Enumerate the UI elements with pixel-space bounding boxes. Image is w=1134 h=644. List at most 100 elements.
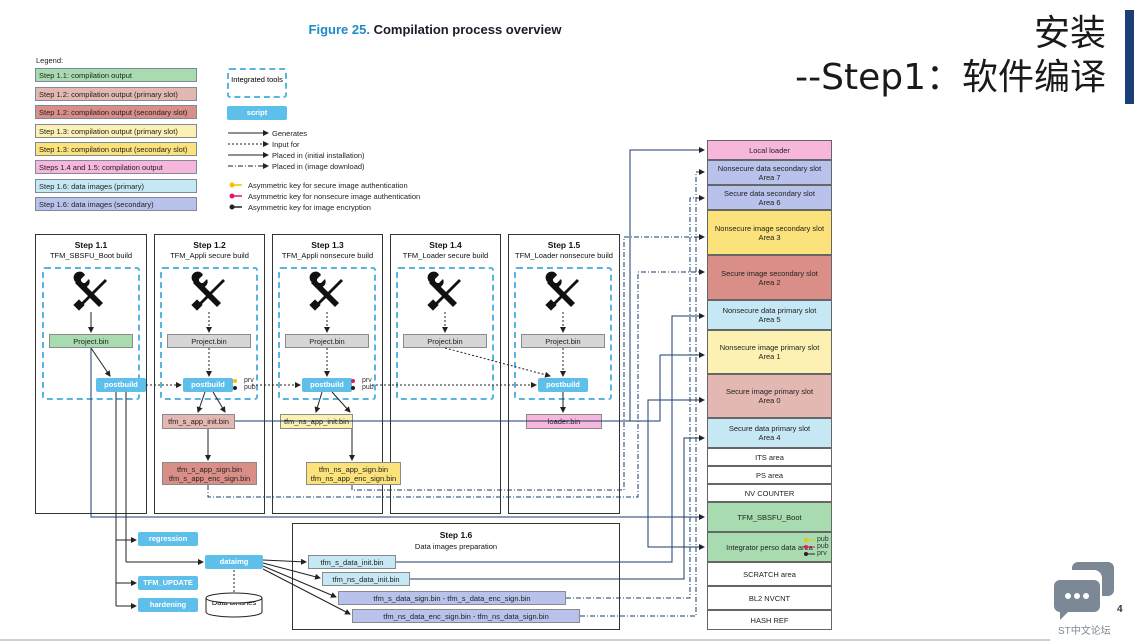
memory-area-number: Area 1 [758, 352, 781, 361]
memory-area-name: Secure data primary slot [728, 424, 811, 433]
tfm-s-app-sign-bins: tfm_s_app_sign.bin tfm_s_app_enc_sign.bi… [162, 462, 257, 485]
legend-item: Step 1.6: data images (primary) [35, 179, 197, 193]
tfm-ns-data-init-bin: tfm_ns_data_init.bin [322, 572, 410, 586]
memory-area-number: Area 2 [758, 277, 781, 287]
step-title: Step 1.4 [429, 240, 462, 250]
watermark-text: ST中文论坛 [1058, 626, 1111, 637]
legend-line-generates: Generates [272, 129, 308, 138]
legend-integrated-tools: Integrated tools [227, 68, 287, 98]
postbuild-script: postbuild [96, 378, 146, 392]
memory-area: BL2 NVCNT [707, 586, 832, 610]
step-title: Step 1.1 [74, 240, 108, 250]
key-prv-label: prv [244, 377, 254, 384]
tfm-ns-data-sign-bin: tfm_ns_data_enc_sign.bin - tfm_ns_data_s… [352, 609, 580, 623]
memory-area: HASH REF [707, 610, 832, 630]
step-subtitle: TFM_Loader secure build [402, 251, 489, 260]
memory-area-name: Secure image secondary slot [721, 268, 818, 278]
memory-area: PS area [707, 466, 832, 484]
memory-area-name: Secure data secondary slot [724, 188, 815, 198]
legend-item: Step 1.3: compilation output (secondary … [35, 142, 197, 156]
step-title: Step 1.6 [439, 530, 473, 540]
bin-name: tfm_ns_app_sign.bin [318, 465, 389, 474]
key-prv-label: prv [817, 550, 827, 557]
legend-item: Steps 1.4 and 1.5: compilation output [35, 160, 197, 174]
step-1-2-tools-region [160, 267, 258, 400]
step-title: Step 1.3 [311, 240, 344, 250]
wrench-screwdriver-icon [427, 271, 461, 311]
memory-area-name: Nonsecure image secondary slot [714, 223, 825, 233]
bin-name: tfm_s_app_sign.bin [176, 465, 243, 474]
legend-item: Step 1.6: data images (secondary) [35, 197, 197, 211]
project-bin: Project.bin [167, 334, 251, 348]
memory-area-number: Area 5 [758, 315, 781, 324]
memory-area: ITS area [707, 448, 832, 466]
regression-script: regression [138, 532, 198, 546]
legend-line-samples [228, 130, 269, 169]
memory-area-number: Area 4 [758, 433, 781, 442]
legend-key-encryption: Asymmetric key for image encryption [248, 203, 371, 212]
memory-area-name: PS area [755, 470, 784, 480]
legend-item: Step 1.3: compilation output (primary sl… [35, 124, 197, 138]
wrench-screwdriver-icon [191, 271, 225, 311]
page-number: 4 [1117, 604, 1123, 615]
key-prv-label: prv [362, 377, 372, 384]
key-pub-label: pub [817, 543, 829, 550]
memory-area-name: Nonsecure data secondary slot [717, 163, 822, 173]
step-title: Step 1.5 [547, 240, 581, 250]
data-binaries-cylinder [205, 592, 263, 604]
step-subtitle: TFM_SBSFU_Boot build [49, 251, 133, 260]
bin-name: tfm_ns_app_enc_sign.bin [310, 474, 397, 483]
tools-icon [73, 271, 579, 311]
memory-area-number: Area 0 [758, 396, 781, 405]
hardening-script: hardening [138, 598, 198, 612]
legend-key-icons [229, 182, 242, 210]
dataimg-script: dataimg [205, 555, 263, 569]
memory-area-name: Nonsecure image primary slot [719, 343, 820, 352]
legend-line-download: Placed in (image download) [272, 162, 365, 171]
memory-area-number: Area 7 [758, 172, 781, 182]
project-bin: Project.bin [285, 334, 369, 348]
memory-area-name: Integrator perso data area [726, 542, 813, 552]
legend-item: Step 1.1: compilation output [35, 68, 197, 82]
tfm-s-data-init-bin: tfm_s_data_init.bin [308, 555, 396, 569]
memory-area-name: SCRATCH area [743, 569, 796, 579]
key-pub-label: pub [362, 384, 374, 391]
memory-area-name: HASH REF [750, 615, 789, 625]
memory-area: NV COUNTER [707, 484, 832, 502]
figure-number: Figure 25. [308, 22, 370, 37]
slide-title-line2: --Step1：软件编译 [795, 57, 1106, 98]
step-subtitle: TFM_Appli secure build [170, 251, 249, 260]
slide-title: 安装 --Step1：软件编译 [795, 12, 1106, 100]
project-bin: Project.bin [521, 334, 605, 348]
title-accent-bar [1125, 10, 1134, 104]
memory-area-number: Area 6 [758, 197, 781, 207]
memory-area-name: Nonsecure data primary slot [722, 306, 817, 315]
step-subtitle: TFM_Loader nonsecure build [515, 251, 613, 260]
legend-line-input: Input for [272, 140, 300, 149]
tfm-ns-app-sign-bins: tfm_ns_app_sign.bin tfm_ns_app_enc_sign.… [306, 462, 401, 485]
step-1-4-box [390, 234, 501, 514]
memory-area: TFM_SBSFU_Boot [707, 502, 832, 532]
tfm-s-data-sign-bin: tfm_s_data_sign.bin - tfm_s_data_enc_sig… [338, 591, 566, 605]
figure-title-text: Compilation process overview [373, 22, 562, 37]
legend-key-secure: Asymmetric key for secure image authenti… [248, 181, 408, 190]
legend-label: Legend: [36, 56, 64, 65]
legend-script: script [227, 106, 287, 120]
key-pub-label: pub [817, 536, 829, 543]
memory-area: SCRATCH area [707, 562, 832, 586]
key-pub-label: pub [244, 384, 256, 391]
chat-bubble-icon [1054, 562, 1114, 620]
legend-key-nonsecure: Asymmetric key for nonsecure image authe… [248, 192, 421, 201]
memory-area-name: Local loader [749, 145, 790, 155]
memory-area: Local loader [707, 140, 832, 160]
step-1-3-tools-region [278, 267, 376, 400]
step-title: Step 1.2 [193, 240, 226, 250]
wrench-screwdriver-icon [309, 271, 343, 311]
figure-title: Figure 25. Compilation process overview [0, 22, 870, 37]
